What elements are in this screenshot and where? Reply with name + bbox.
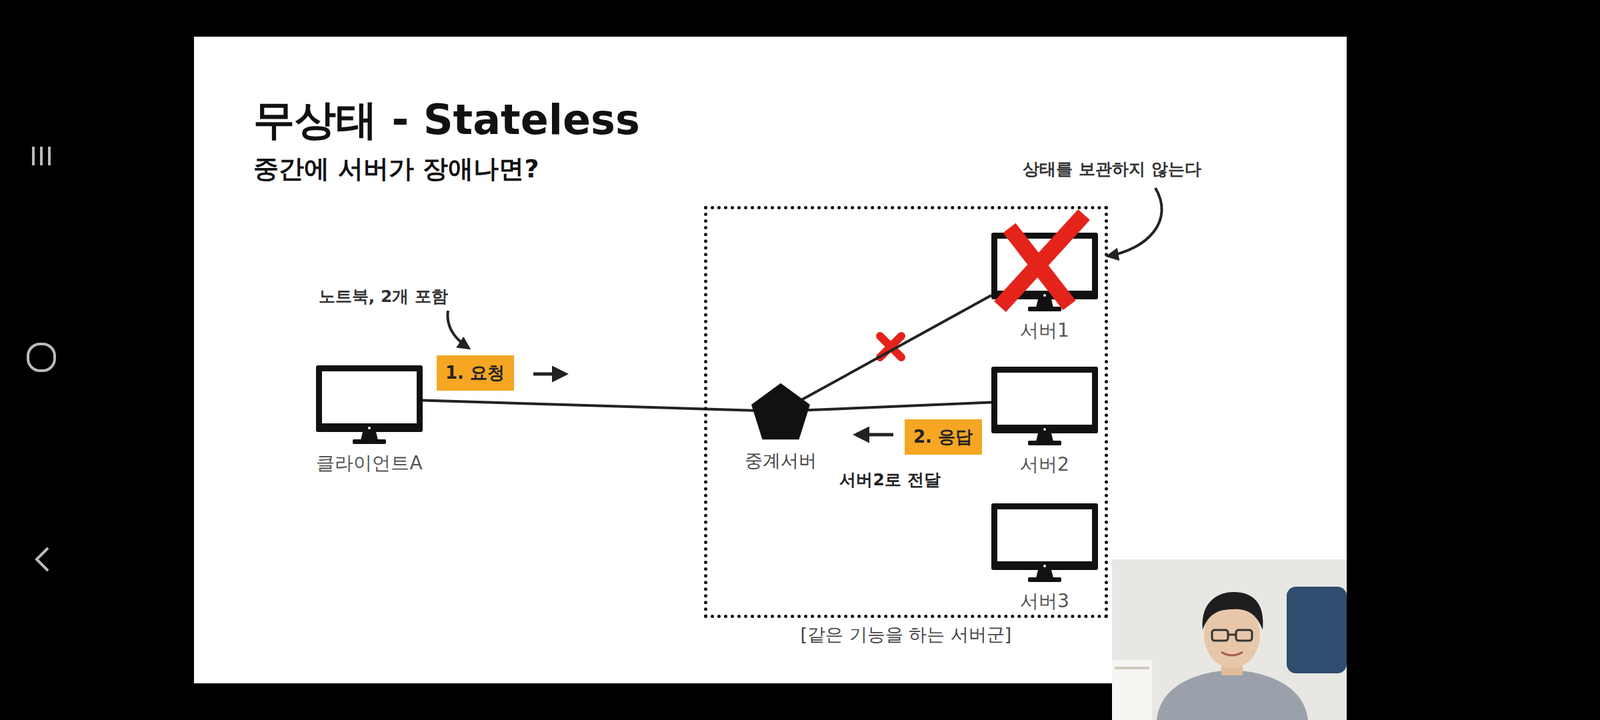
node-label: [같은 기능을 하는 서버군] [800,622,1012,647]
computer-node: 서버3 [991,503,1098,584]
computer-node: 서버2 [991,366,1098,447]
node-label: 클라이언트A [316,450,422,476]
step-tag: 2. 응답 [904,419,982,455]
slide-subtitle: 중간에 서버가 장애나면? [253,152,540,186]
connector-line [422,400,760,412]
direction-arrow [856,433,894,437]
pointer-arrow [447,310,469,348]
node-label: 서버1 [1020,318,1070,344]
connector-line [802,295,992,400]
tag-text: 2. 응답 [913,426,974,448]
server-group: [같은 기능을 하는 서버군]서버1중계서버서버22. 응답서버3 [704,206,1108,618]
node-label: 중계서버 [744,448,817,473]
pointer-arrow [1108,188,1162,256]
monitor-icon [316,365,423,446]
tag-text: 1. 요청 [445,362,506,384]
webcam-overlay [1112,559,1347,720]
relay-pentagon [750,382,812,441]
slide-title: 무상태 - Stateless [253,92,640,148]
monitor-icon [991,232,1098,313]
node-label: 서버2 [1020,452,1070,478]
monitor-icon [991,503,1098,584]
nav-icons [28,146,55,571]
step-tag: 1. 요청 [436,355,514,391]
computer-node: 클라이언트A [316,365,423,446]
connector-line [802,402,992,410]
direction-arrow [533,372,566,376]
node-label: 서버3 [1020,588,1070,614]
note-label: 노트북, 2개 포함 [318,285,448,308]
note-label: 상태를 보관하지 않는다 [1022,158,1201,180]
note-label: 서버2로 전달 [839,468,940,491]
monitor-icon [991,366,1098,447]
computer-node: 서버1 [991,232,1098,313]
relay-server: 중계서버 [750,382,812,441]
